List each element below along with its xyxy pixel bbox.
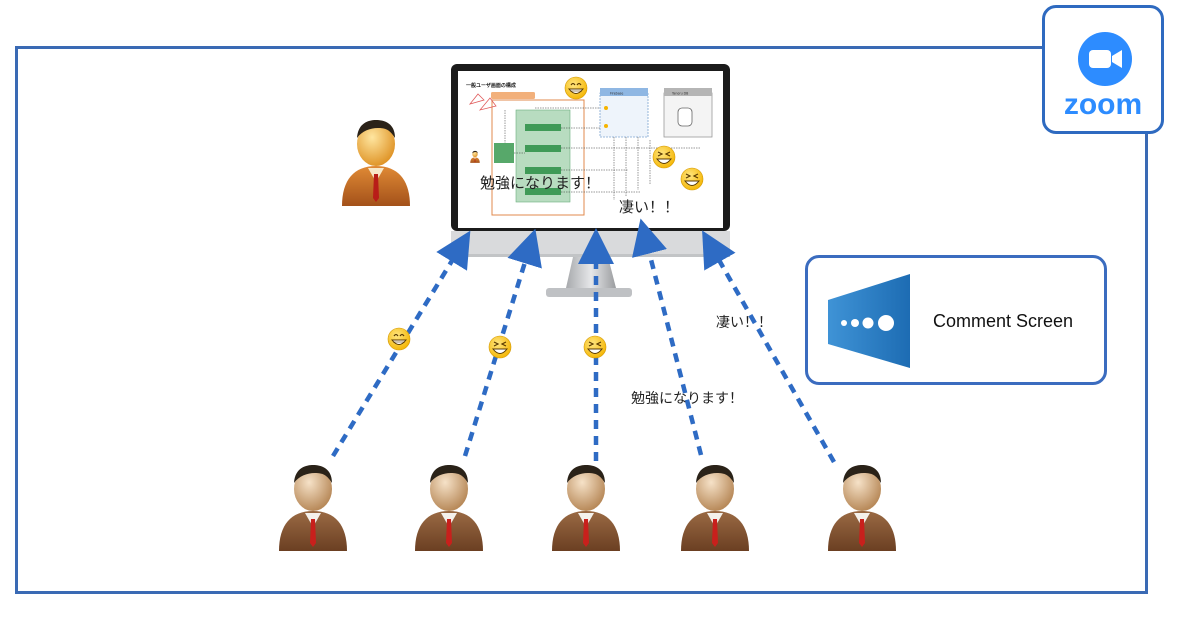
laughing-emoji-icon [652, 145, 676, 169]
audience-avatar [828, 465, 896, 551]
firebase-label: Firebase [610, 92, 623, 96]
audience-avatar [681, 465, 749, 551]
laughing-emoji-icon [488, 335, 512, 359]
slide-title: 一般ユーザ画面の構成 [466, 82, 516, 89]
presenter-avatar [342, 120, 410, 206]
audience-avatar [415, 465, 483, 551]
zoom-wordmark: zoom [1063, 88, 1143, 121]
overlay-comment: 凄い！！ [619, 198, 680, 216]
video-camera-icon [1078, 32, 1132, 86]
zoom-logo: zoom [1042, 5, 1164, 134]
laughing-emoji-icon [583, 335, 607, 359]
comment-screen-card: Comment Screen [805, 255, 1107, 385]
grinning-emoji-icon [387, 327, 411, 351]
audience-avatar [552, 465, 620, 551]
floating-comment: 勉強になります！ [631, 391, 743, 407]
comment-flow-icon [828, 274, 910, 368]
comment-screen-label: Comment Screen [933, 311, 1074, 331]
comment-arrows [331, 218, 836, 464]
db-label: Tanoru DB [671, 92, 688, 96]
grinning-emoji-icon [564, 76, 588, 100]
overlay-comment: 勉強になります！ [480, 174, 601, 192]
floating-comment: 凄い！！ [716, 315, 772, 331]
audience [279, 465, 896, 551]
architecture-slide: 一般ユーザ画面の構成 Firebase Tanoru DB [466, 82, 713, 216]
laughing-emoji-icon [680, 167, 704, 191]
audience-avatar [279, 465, 347, 551]
